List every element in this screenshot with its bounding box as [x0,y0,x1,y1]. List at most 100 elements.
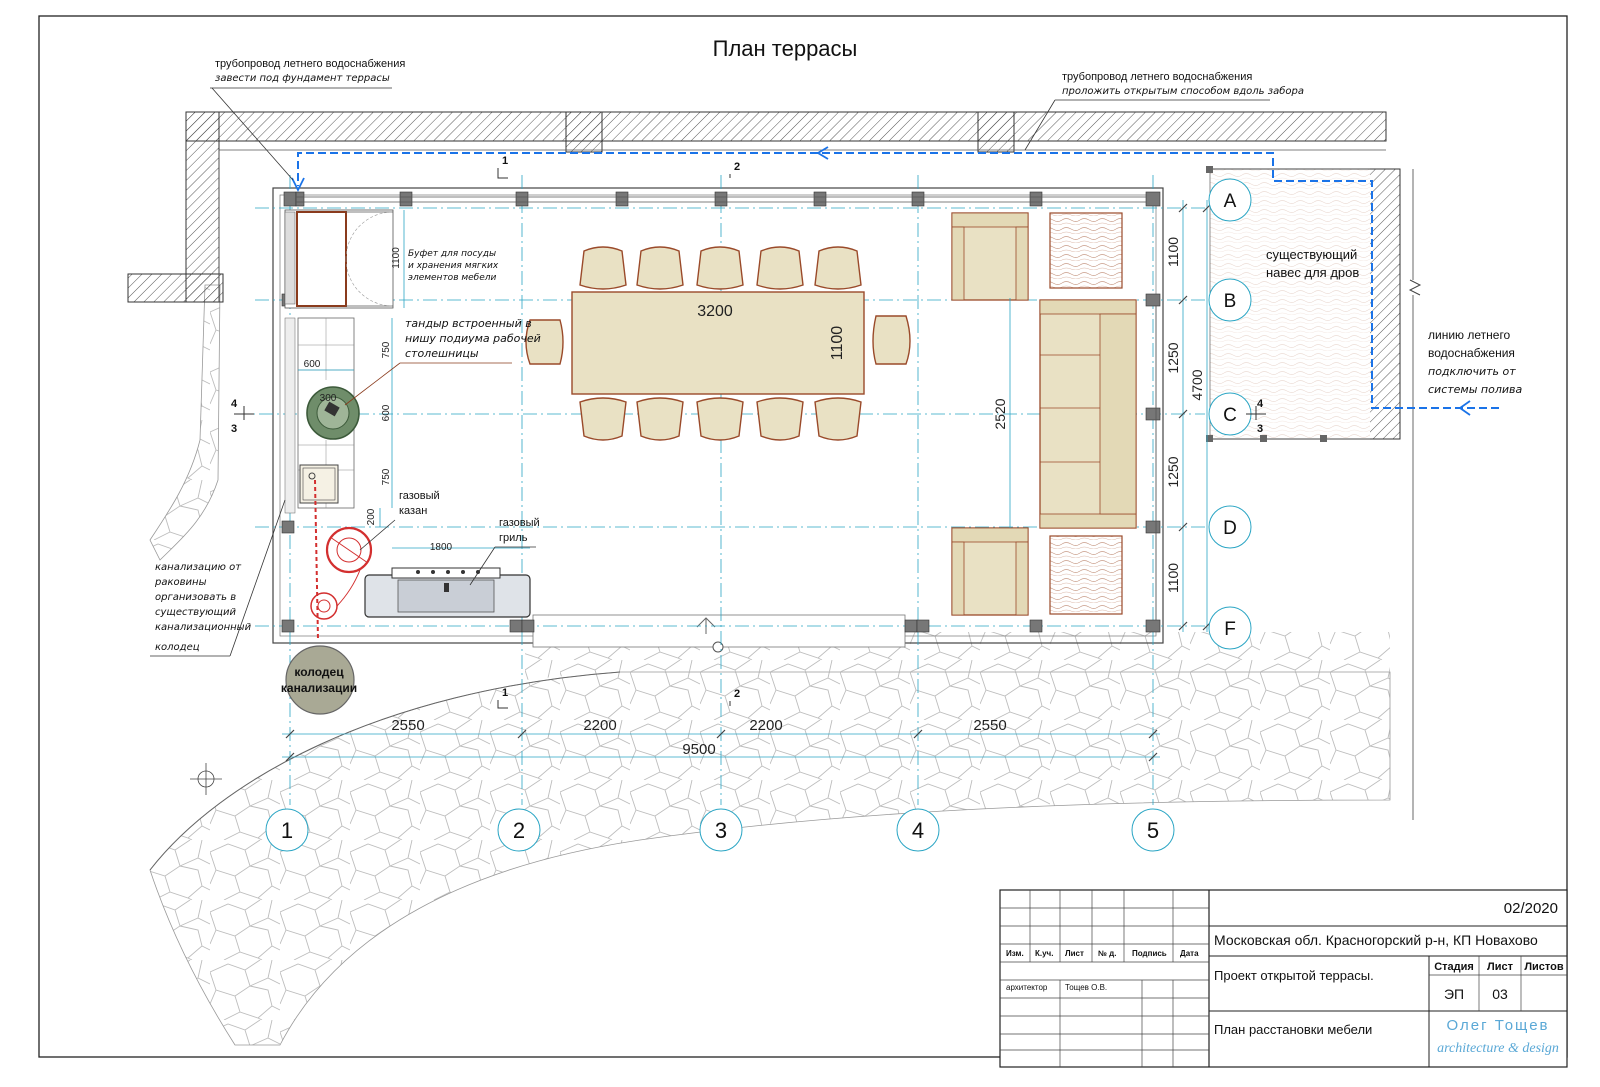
dining-chair [814,246,862,290]
tb-sheet-label: Лист [1487,961,1514,973]
dim-bottom-total: 9500 [682,741,715,758]
dimension-labels: 2550 2200 2200 2550 9500 1100 1250 1250 … [304,237,1205,758]
note-sewer-5: канализационный [155,622,252,633]
armchair-top [951,212,1029,301]
tb-header-list: Лист [1065,949,1084,958]
note-buffet-2: и хранения мягких [408,261,499,271]
dining-chair [814,397,862,441]
gas-grill [364,567,531,618]
dining-chair [756,246,804,290]
page-title: План террасы [713,36,858,61]
tb-sheet: 03 [1492,986,1508,1002]
section-mark-2-bottom: 2 [734,688,740,700]
tb-stage-label: Стадия [1434,961,1474,973]
section-mark-2-top: 2 [734,161,740,173]
dim-kazan-gap: 200 [366,508,377,525]
section-mark-4-right: 4 [1257,398,1264,410]
terrace-posts [281,191,1161,633]
note-pipe-right-2: проложить открытым способом вдоль забора [1062,85,1304,97]
sewer-line [285,479,355,715]
tb-header-nd: № д. [1098,949,1116,958]
note-buffet-3: элементов мебели [408,273,497,283]
lounge-set [951,212,1137,616]
dim-buffet: 1100 [391,247,402,269]
dim-tandoor: 300 [320,393,337,404]
railing-beam [296,196,1157,620]
note-water-4: системы полива [1428,383,1522,396]
water-supply-line [297,152,1499,409]
axis-row-a: A [1224,191,1237,212]
note-tandoor-2: нишу подиума рабочей [405,332,541,345]
tb-stage: ЭП [1444,986,1464,1002]
note-sewer-4: существующий [155,607,236,618]
rug-top [1049,212,1123,289]
note-sewer-6: колодец [155,642,200,653]
title-block: Изм. К.уч. Лист № д. Подпись Дата архите… [999,889,1568,1068]
note-well-2: канализации [281,681,357,695]
note-pipe-left-1: трубопровод летнего водоснабжения [215,58,405,70]
sheet-frame [38,15,1568,1058]
dining-chair [636,397,684,441]
note-water-3: подключить от [1428,365,1516,378]
axis-row-d: D [1223,518,1237,539]
note-shed-1: существующий [1266,247,1357,262]
dining-chair [579,397,627,441]
dining-set [525,246,911,441]
axis-col-2: 2 [513,818,525,843]
tb-sheet-name: План расстановки мебели [1214,1022,1372,1037]
axis-col-3: 3 [715,818,727,843]
dim-grill-counter: 1800 [430,542,453,553]
tb-header-izm: Изм. [1006,949,1024,958]
fence-wall [127,111,1387,303]
gas-kazan [310,526,373,620]
note-water-2: водоснабжения [1428,346,1515,360]
sofa [1039,299,1137,529]
note-shed-2: навес для дров [1266,265,1359,280]
axis-bubbles: 1 2 3 4 5 A B C D F [265,178,1252,852]
rug-bottom [1049,535,1123,615]
dining-chair [696,397,744,441]
dim-kitchen-depth-3: 750 [381,468,392,485]
section-mark-1-top: 1 [502,155,508,167]
dim-right-2: 1250 [1165,342,1181,373]
note-well-1: колодец [294,665,344,679]
dining-chair [636,246,684,290]
tb-sheets-label: Листов [1524,961,1564,973]
axis-col-5: 5 [1147,818,1159,843]
axis-col-1: 1 [281,818,293,843]
kitchen-counter [284,209,394,514]
tb-address: Московская обл. Красногорский р-н, КП Но… [1214,932,1538,948]
tb-header-date: Дата [1180,949,1199,958]
section-marks: 1 2 1 2 4 3 4 3 [190,155,1266,795]
dim-kitchen-depth-2: 600 [381,404,392,421]
tb-role: архитектор [1006,983,1048,992]
dining-chair [756,397,804,441]
axis-row-b: B [1224,291,1237,312]
note-grill-2: гриль [499,532,528,544]
dim-table-length: 3200 [697,303,733,320]
section-mark-3-right: 3 [1257,423,1263,435]
note-kazan-1: газовый [399,490,440,502]
logo-subtitle: architecture & design [1437,1041,1559,1056]
terrace-outline [272,187,1164,653]
note-tandoor-1: тандыр встроенный в [405,317,532,330]
dim-right-1: 1100 [1165,237,1181,267]
note-kazan-2: казан [399,505,427,517]
dining-chair [696,246,744,290]
dining-table [571,291,865,395]
dim-right-4: 1100 [1165,563,1181,593]
note-pipe-left-2: завести под фундамент террасы [215,73,390,84]
note-pipe-right-1: трубопровод летнего водоснабжения [1062,71,1252,83]
dim-right-total: 4700 [1189,369,1205,400]
tb-header-sign: Подпись [1132,949,1167,958]
axis-row-c: C [1223,405,1237,426]
note-buffet-1: Буфет для посуды [408,249,496,259]
axis-col-4: 4 [912,818,924,843]
dim-kitchen-depth-1: 750 [381,341,392,358]
note-sewer-2: раковины [154,577,207,588]
section-mark-4-left: 4 [231,398,238,410]
annotations: трубопровод летнего водоснабжения завест… [150,58,1522,695]
dim-kitchen-width: 600 [304,359,321,370]
